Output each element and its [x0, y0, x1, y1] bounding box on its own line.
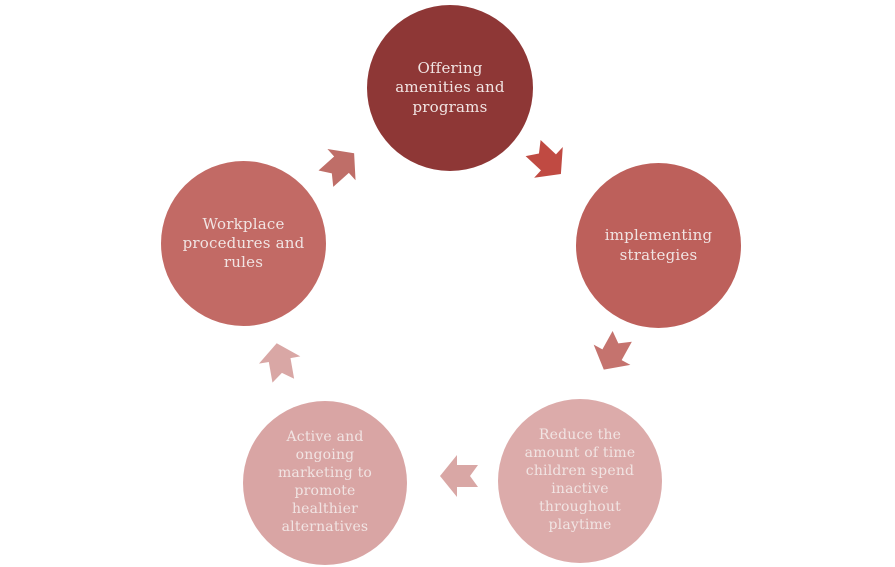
cycle-node-implementing-label: implementing strategies	[604, 226, 713, 264]
cycle-arrow-marketing-to-workplace-icon	[258, 343, 301, 383]
cycle-node-offering-label: Offering amenities and programs	[395, 59, 505, 116]
arrow-shape	[258, 343, 301, 383]
cycle-node-offering: Offering amenities and programs	[367, 5, 533, 171]
cycle-node-workplace-label: Workplace procedures and rules	[182, 214, 305, 272]
arrow-shape	[593, 331, 632, 370]
cycle-node-reduce-label: Reduce the amount of time children spend…	[524, 427, 636, 533]
cycle-arrow-implementing-to-reduce-icon	[593, 331, 632, 370]
cycle-arrow-offering-to-implementing-icon	[525, 139, 563, 178]
cycle-node-marketing: Active and ongoing marketing to promote …	[243, 401, 407, 565]
arrow-shape	[525, 139, 563, 178]
cycle-node-marketing-label: Active and ongoing marketing to promote …	[277, 429, 373, 535]
cycle-arrow-workplace-to-offering-icon	[318, 149, 356, 187]
arrow-shape	[440, 455, 478, 497]
cycle-node-implementing: implementing strategies	[576, 163, 741, 328]
cycle-arrow-reduce-to-marketing-icon	[440, 455, 478, 497]
cycle-node-workplace: Workplace procedures and rules	[161, 161, 326, 326]
cycle-node-reduce: Reduce the amount of time children spend…	[498, 399, 662, 563]
arrow-shape	[318, 149, 356, 187]
